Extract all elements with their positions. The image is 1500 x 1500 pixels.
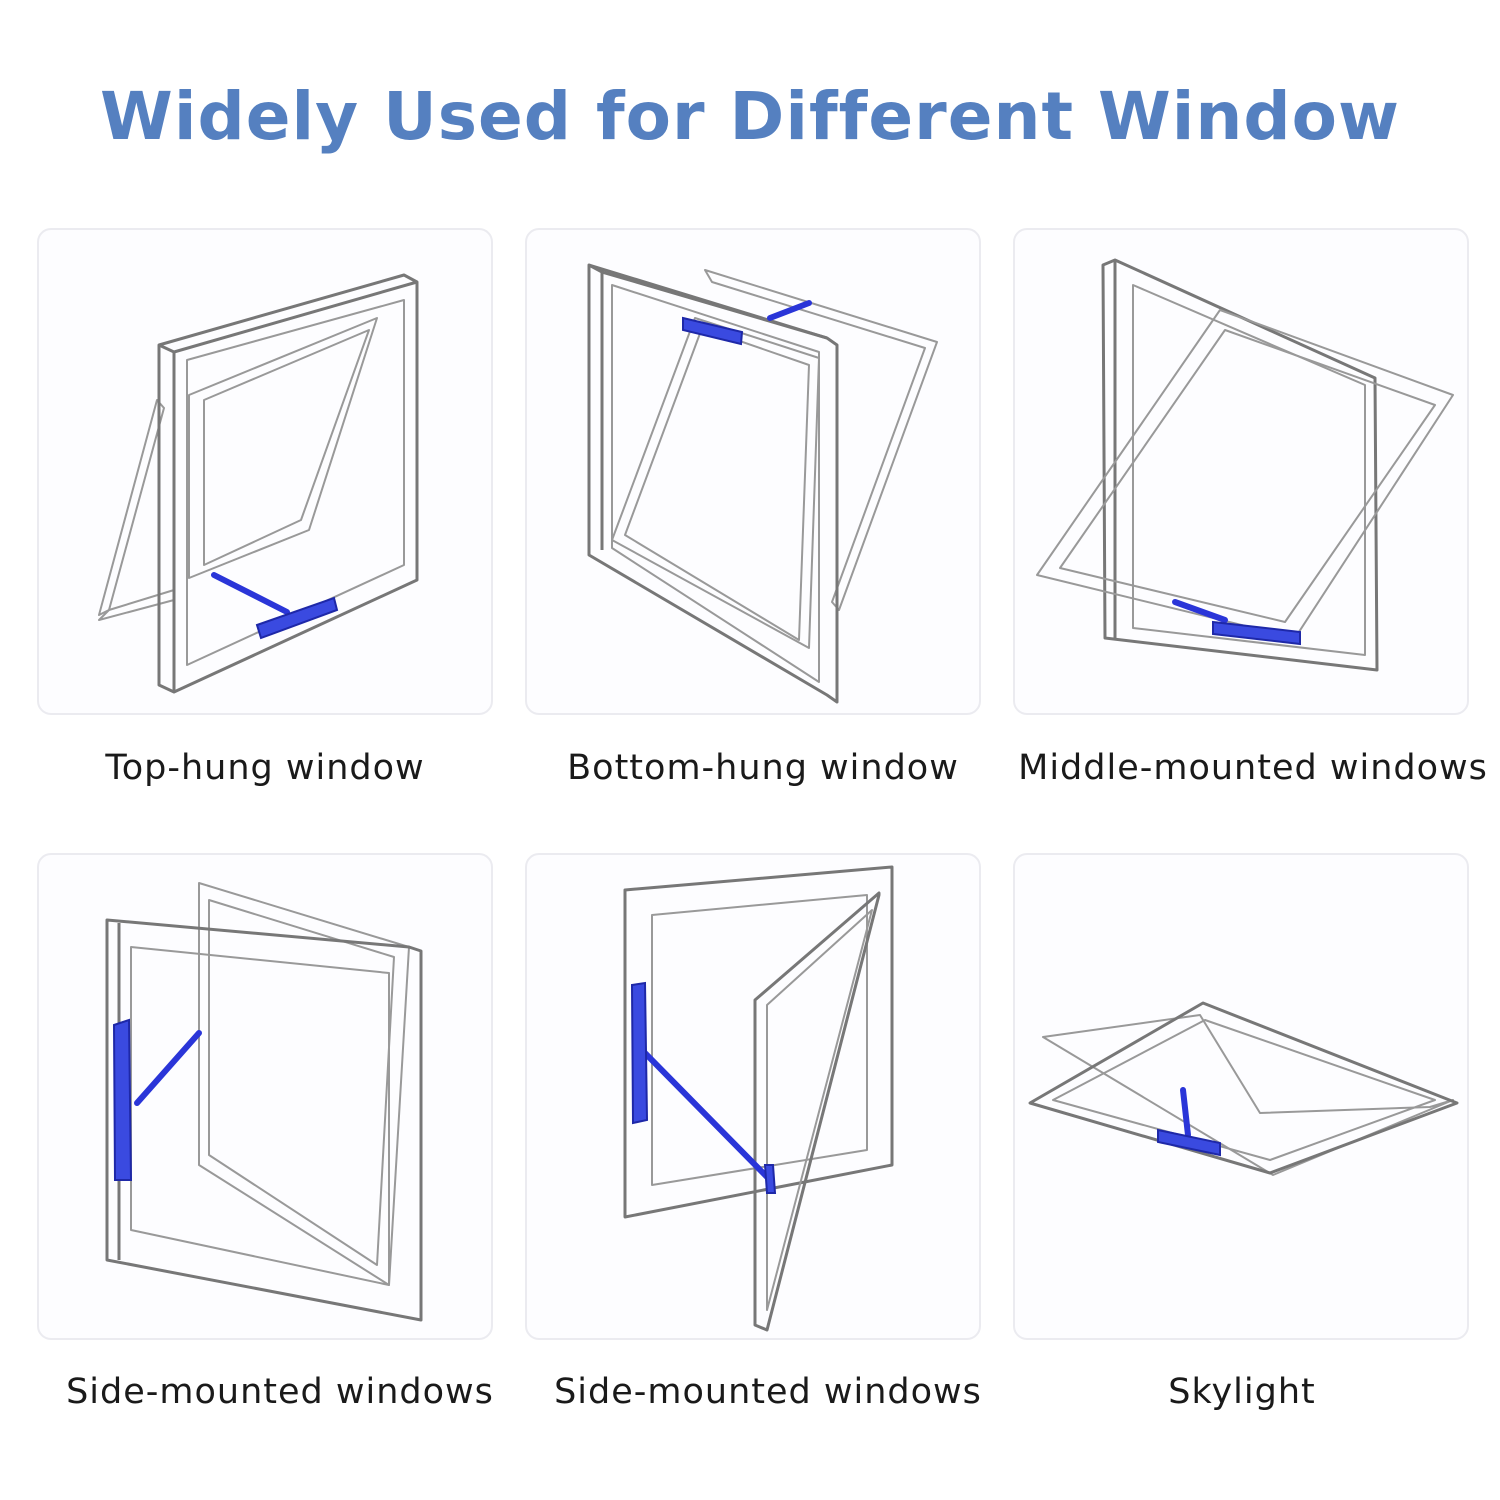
side-mounted-window-icon-2	[623, 865, 894, 1332]
side-mounted-window-icon-1	[105, 882, 423, 1322]
skylight-illustration-icon	[1028, 1001, 1459, 1176]
card-skylight	[1013, 853, 1469, 1340]
card-side-mounted-2	[525, 853, 981, 1340]
page-title: Widely Used for Different Window	[100, 78, 1400, 155]
label-bottom-hung: Bottom-hung window	[567, 748, 959, 788]
label-side-mounted-2: Side-mounted windows	[554, 1372, 982, 1412]
label-side-mounted-1: Side-mounted windows	[66, 1372, 494, 1412]
card-middle-mounted	[1013, 228, 1469, 715]
card-side-mounted-1	[37, 853, 493, 1340]
card-bottom-hung	[525, 228, 981, 715]
bottom-hung-window-icon	[587, 263, 938, 704]
label-skylight: Skylight	[1168, 1372, 1316, 1412]
label-middle-mounted: Middle-mounted windows	[1018, 748, 1488, 788]
middle-mounted-window-icon	[1036, 258, 1454, 672]
top-hung-window-icon	[98, 273, 419, 694]
card-top-hung	[37, 228, 493, 715]
label-top-hung: Top-hung window	[105, 748, 425, 788]
